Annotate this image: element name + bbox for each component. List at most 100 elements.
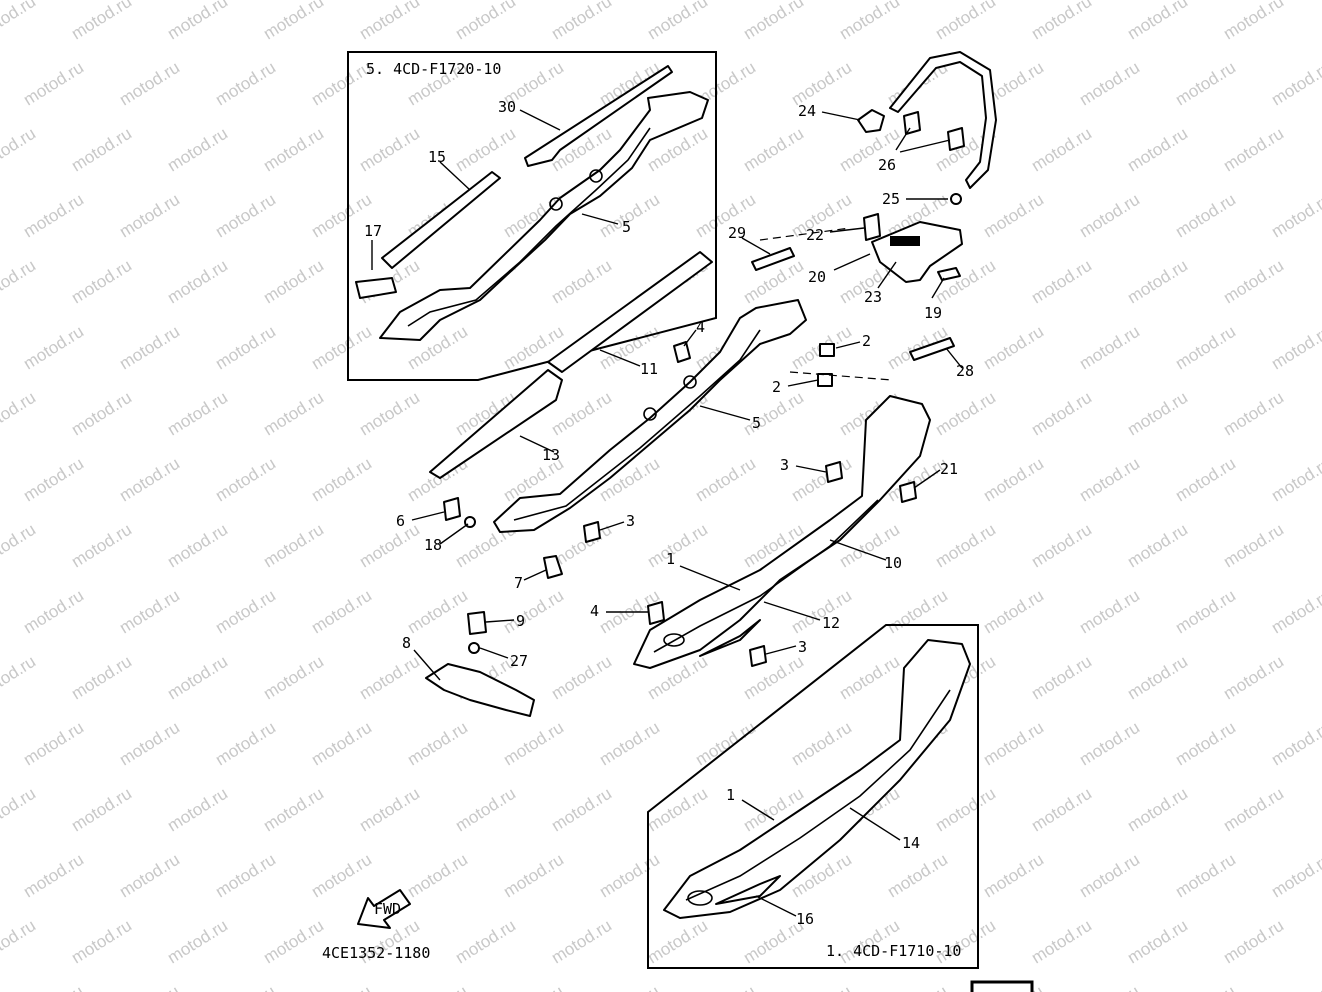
watermark-text: motod.ru	[308, 322, 375, 374]
part-7-stud	[543, 555, 563, 579]
guide-dash-b	[759, 227, 851, 241]
watermark-text: motod.ru	[0, 388, 39, 440]
part-5-frame-upper	[379, 91, 709, 341]
callout-10: 10	[884, 554, 902, 572]
part-21-grommet	[899, 481, 917, 503]
watermark-text: motod.ru	[548, 916, 615, 968]
callout-17: 17	[364, 222, 382, 240]
watermark-text: motod.ru	[68, 256, 135, 308]
part-4-grommet-a	[673, 341, 691, 363]
callout-3-c: 3	[798, 638, 807, 656]
watermark-text: motod.ru	[1172, 58, 1239, 110]
callout-18: 18	[424, 536, 442, 554]
leader-lines	[371, 109, 963, 917]
watermark-text: motod.ru	[164, 784, 231, 836]
part-1-inner-line	[653, 499, 879, 653]
watermark-text: motod.ru	[164, 388, 231, 440]
part-26-bolt-a	[903, 111, 921, 135]
watermark-text: motod.ru	[212, 850, 279, 902]
watermark-text: motod.ru	[1028, 784, 1095, 836]
watermark-text: motod.ru	[980, 190, 1047, 242]
watermark-text: motod.ru	[68, 916, 135, 968]
watermark-text: motod.ru	[116, 58, 183, 110]
callout-1-kit: 1	[726, 786, 735, 804]
watermark-text: motod.ru	[68, 652, 135, 704]
watermark-text: motod.ru	[1124, 256, 1191, 308]
watermark-text: motod.ru	[164, 916, 231, 968]
part-1-side-cover	[633, 395, 931, 669]
watermark-text: motod.ru	[500, 718, 567, 770]
watermark-text: motod.ru	[500, 850, 567, 902]
watermark-text: motod.ru	[452, 784, 519, 836]
callout-3-a: 3	[780, 456, 789, 474]
watermark-text: motod.ru	[1220, 124, 1287, 176]
watermark-text: motod.ru	[500, 586, 567, 638]
watermark-text: motod.ru	[1028, 520, 1095, 572]
watermark-text: motod.ru	[692, 982, 759, 992]
watermark-text: motod.ru	[68, 0, 135, 43]
watermark-text: motod.ru	[1028, 388, 1095, 440]
watermark-text: motod.ru	[1076, 322, 1143, 374]
watermark-text: motod.ru	[1220, 0, 1287, 43]
callout-5-mid: 5	[752, 414, 761, 432]
callout-3-b: 3	[626, 512, 635, 530]
watermark-text: motod.ru	[1172, 586, 1239, 638]
watermark-text: motod.ru	[1076, 190, 1143, 242]
watermark-text: motod.ru	[308, 454, 375, 506]
watermark-text: motod.ru	[596, 850, 663, 902]
part-28-strip	[909, 337, 955, 361]
watermark-text: motod.ru	[788, 718, 855, 770]
callout-20: 20	[808, 268, 826, 286]
watermark-text: motod.ru	[644, 916, 711, 968]
watermark-text: motod.ru	[116, 982, 183, 992]
callout-26: 26	[878, 156, 896, 174]
watermark-text: motod.ru	[692, 190, 759, 242]
watermark-text: motod.ru	[1076, 58, 1143, 110]
watermark-text: motod.ru	[1220, 520, 1287, 572]
fwd-arrow-icon	[357, 889, 411, 929]
watermark-text: motod.ru	[644, 520, 711, 572]
watermark-text: motod.ru	[1028, 0, 1095, 43]
part-4-grommet-b	[647, 601, 665, 625]
fwd-label: FWD	[374, 900, 401, 918]
part-25-washer	[950, 193, 962, 205]
watermark-text: motod.ru	[1268, 190, 1322, 242]
watermark-text: motod.ru	[884, 850, 951, 902]
watermark-text: motod.ru	[980, 454, 1047, 506]
watermark-text: motod.ru	[404, 982, 471, 992]
watermark-text: motod.ru	[164, 520, 231, 572]
callout-labels: 30 15 17 5 24 26 25 22 29 20 23 19 4 2 2…	[364, 98, 974, 928]
watermark-text: motod.ru	[260, 388, 327, 440]
watermark-text: motod.ru	[212, 718, 279, 770]
watermark-text: motod.ru	[1172, 982, 1239, 992]
part-16-decal	[715, 875, 781, 905]
part-5-frame-mid	[493, 299, 807, 533]
corner-mark	[970, 980, 1034, 992]
watermark-text: motod.ru	[1268, 454, 1322, 506]
watermark-text: motod.ru	[692, 718, 759, 770]
watermark-text: motod.ru	[260, 0, 327, 43]
watermark-text: motod.ru	[452, 916, 519, 968]
watermark-text: motod.ru	[452, 0, 519, 43]
watermark-text: motod.ru	[20, 586, 87, 638]
watermark-text: motod.ru	[0, 652, 39, 704]
lower-kit-frame	[647, 624, 979, 969]
watermark-text: motod.ru	[116, 454, 183, 506]
watermark-text: motod.ru	[1172, 190, 1239, 242]
watermark-text: motod.ru	[260, 520, 327, 572]
watermark-text: motod.ru	[1268, 322, 1322, 374]
watermark-text: motod.ru	[884, 982, 951, 992]
callout-15: 15	[428, 148, 446, 166]
watermark-text: motod.ru	[500, 982, 567, 992]
lower-kit-code: 1. 4CD-F1710-10	[826, 942, 961, 960]
part-5-hole-a	[549, 197, 563, 211]
callout-2-lower: 2	[772, 378, 781, 396]
upper-kit-code: 5. 4CD-F1720-10	[366, 60, 501, 78]
callout-24: 24	[798, 102, 816, 120]
part-19-tab	[937, 267, 961, 281]
watermark-text: motod.ru	[20, 58, 87, 110]
watermark-text: motod.ru	[308, 850, 375, 902]
watermark-text: motod.ru	[116, 190, 183, 242]
